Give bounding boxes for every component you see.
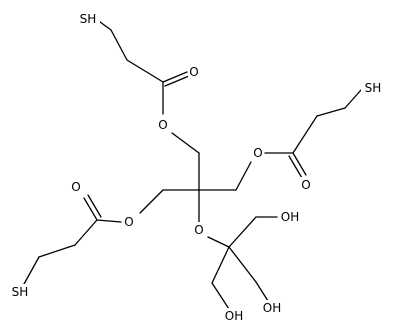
hydroxyl-label: OH (281, 210, 299, 224)
bond-c-carbonyl (164, 75, 190, 87)
hydroxyl-label: OH (263, 301, 281, 315)
bond-oether-c (207, 236, 230, 248)
carbonyl-oxygen-label: O (301, 178, 310, 192)
bond-c-carbonyl (292, 152, 307, 176)
bond-c-ch2 (211, 246, 230, 284)
bond-c-c (74, 219, 98, 246)
bond-c-carbonyl (162, 71, 188, 83)
hydroxyl-label: OH (225, 309, 243, 323)
thiol-label: SH (80, 12, 97, 26)
bond-c-c (292, 115, 318, 154)
ester-oxygen-label: O (253, 146, 262, 160)
bond-c-c (110, 29, 128, 61)
ester-oxygen-label: O (158, 118, 167, 132)
bonds (23, 18, 362, 310)
bond-c-carbonyl (87, 194, 102, 218)
bond-c-c (38, 244, 76, 258)
ester-oxygen-label: O (124, 215, 133, 229)
bond-ch2-oh (211, 282, 230, 310)
bond-c-ch2 (228, 246, 257, 283)
bond-oester-c (171, 132, 200, 154)
bond-c-oester (235, 161, 252, 191)
carbonyl-oxygen-label: O (71, 180, 80, 194)
bond-s-c (23, 256, 40, 285)
bond-c-carbonyl (288, 155, 303, 179)
carbonyl-oxygen-label: O (189, 65, 198, 79)
atom-labels: SH O O SH O O O O SH O OH OH OH (8, 11, 385, 324)
thiol-label: SH (12, 285, 29, 299)
bond-s-c (344, 89, 362, 109)
thiol-label: SH (365, 81, 382, 95)
bond-oester-c (96, 219, 122, 223)
bond-c-c (126, 59, 164, 83)
bond-ch2-oh (255, 281, 269, 302)
ether-oxygen-label: O (194, 223, 203, 237)
bond-c-carbonyl (83, 197, 98, 221)
bond-c-oester (139, 189, 164, 214)
bond-c-ch2 (228, 216, 257, 248)
bond-c-c (316, 107, 346, 117)
